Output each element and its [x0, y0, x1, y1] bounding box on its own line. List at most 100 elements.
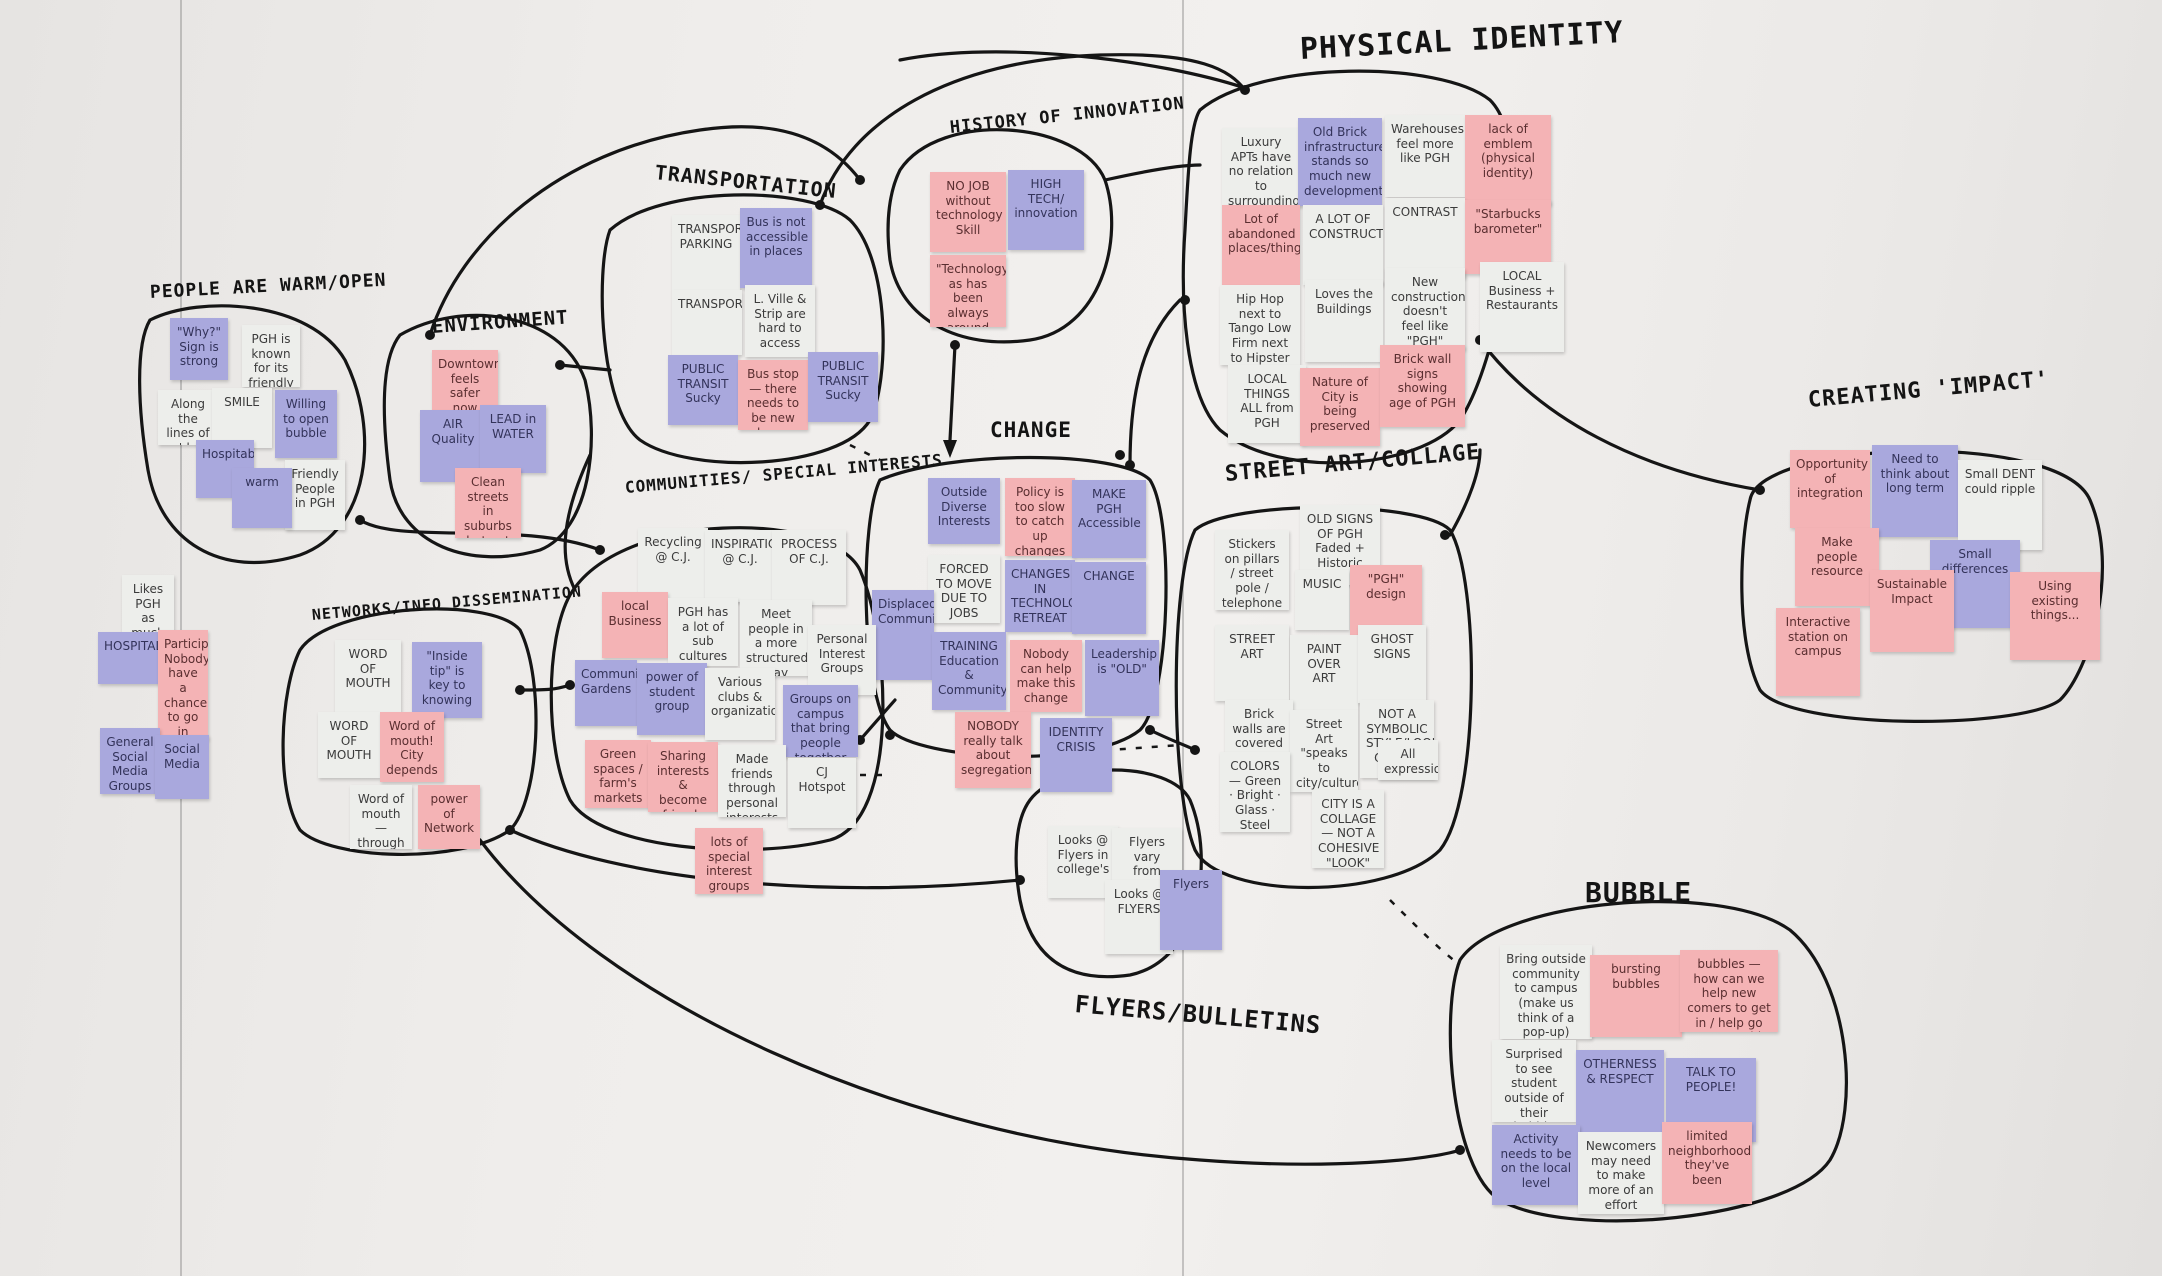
sticky-note: PAINT OVER ART	[1290, 635, 1358, 710]
sticky-note: New construction doesn't feel like "PGH"	[1385, 268, 1465, 350]
circle-community	[549, 526, 885, 852]
sticky-note: "Why?" Sign is strong	[170, 318, 228, 380]
sticky-note: Small DENT could ripple	[1958, 460, 2042, 550]
sticky-note: Looks @ Flyers in college's	[1048, 826, 1118, 898]
sticky-note: Make people resource	[1795, 528, 1879, 606]
sticky-note: Activity needs to be on the local level	[1492, 1125, 1580, 1205]
circle-street	[1174, 505, 1473, 890]
sticky-note: Bus stop — there needs to be new lanes	[738, 360, 808, 430]
sticky-note: Warehouses feel more like PGH	[1385, 115, 1465, 197]
sticky-note: TRANSPORTATION	[672, 290, 742, 355]
circle-environment	[382, 313, 593, 559]
sticky-note: warm	[232, 468, 292, 528]
sticky-note: Need to think about long term	[1872, 445, 1958, 537]
sticky-note: PUBLIC TRANSIT Sucky	[808, 352, 878, 422]
sticky-note: FORCED TO MOVE DUE TO JOBS	[928, 555, 1000, 623]
sticky-note: Hip Hop next to Tango Low Firm next to H…	[1220, 285, 1300, 365]
sticky-note: Lot of abandoned places/things	[1222, 205, 1300, 285]
sticky-note: GHOST SIGNS	[1358, 625, 1426, 703]
sticky-note: CONTRAST	[1385, 198, 1465, 278]
sticky-note: bubbles — how can we help new comers to …	[1680, 950, 1778, 1032]
sticky-note: Bus is not accessible in places	[740, 208, 812, 288]
panel-seam	[1182, 0, 1184, 1276]
sticky-note: bursting bubbles	[1590, 955, 1682, 1037]
sticky-note: SMILE	[212, 388, 272, 448]
sticky-note: Street Art "speaks to city/culture"	[1290, 710, 1358, 792]
sticky-note: CHANGE	[1072, 562, 1146, 634]
sticky-note: Bring outside community to campus (make …	[1500, 945, 1592, 1039]
sticky-note: AIR Quality	[420, 410, 486, 482]
sticky-note: Meet people in a more structured way	[740, 600, 812, 676]
sticky-note: All expression	[1378, 740, 1438, 780]
sticky-note: Various clubs & organizations	[705, 668, 775, 740]
sticky-note: Loves the Buildings	[1305, 280, 1383, 362]
sticky-note: "Technology" as has been always around	[930, 255, 1006, 327]
sticky-note: Flyers	[1160, 870, 1222, 950]
sticky-note: A LOT OF CONSTRUCTION	[1303, 205, 1383, 285]
sticky-note: L. Ville & Strip are hard to access	[745, 285, 815, 357]
sticky-note: Displaced Community	[872, 590, 934, 680]
sticky-note: LEAD in WATER	[480, 405, 546, 473]
sticky-note: Word of mouth! City depends on relations…	[380, 712, 444, 782]
sticky-note: local Business	[602, 592, 668, 658]
sticky-note: OTHERNESS & RESPECT	[1576, 1050, 1664, 1132]
sticky-note: Made friends through personal interests	[718, 745, 786, 817]
sticky-note: CITY IS A COLLAGE — NOT A COHESIVE "LOOK…	[1312, 790, 1384, 868]
sticky-note: power of student group	[637, 663, 707, 735]
sticky-note: Newcomers may need to make more of an ef…	[1578, 1132, 1664, 1214]
sticky-note: HOSPITAL	[98, 632, 160, 684]
sticky-note: Leadership is "OLD"	[1085, 640, 1159, 716]
sticky-note: Policy is too slow to catch up changes	[1005, 478, 1075, 556]
sticky-note: Green spaces / farm's markets	[585, 740, 651, 808]
sticky-note: Luxury APTs have no relation to surround…	[1222, 128, 1300, 206]
sticky-note: Personal Interest Groups	[808, 625, 876, 695]
sticky-note: INSPIRATION @ C.J.	[705, 530, 775, 602]
sticky-note: Friendly People in PGH	[285, 460, 345, 530]
circle-bubble	[1448, 900, 1848, 1223]
sticky-note: Sustainable Impact	[1870, 570, 1954, 652]
sticky-note: Along the lines of 'do something'	[158, 390, 218, 445]
sticky-note: Social Media	[155, 735, 209, 799]
sticky-note: Groups on campus that bring people toget…	[783, 685, 858, 757]
circle-history	[886, 128, 1114, 344]
sticky-note: Sharing interests & become friends	[648, 742, 718, 812]
sticky-note: COLORS — Green · Bright · Glass · Steel	[1220, 752, 1290, 832]
sticky-note: Outside Diverse Interests	[928, 478, 1000, 544]
sticky-note: TRAINING Education & Community	[932, 632, 1006, 710]
sticky-note: Nobody can help make this change	[1010, 640, 1082, 712]
circle-people	[138, 304, 367, 565]
sticky-note: limited neighborhood they've been	[1662, 1122, 1752, 1204]
sticky-note: CHANGES IN TECHNOLOGY RETREAT	[1005, 560, 1075, 632]
sticky-note: Likes PGH as much with family	[122, 575, 174, 635]
sticky-note: Surprised to see student outside of thei…	[1492, 1040, 1576, 1122]
sticky-note: PROCESS OF C.J.	[772, 530, 846, 605]
sticky-note: Old Brick infrastructure stands so much …	[1298, 118, 1382, 206]
sticky-note: Interactive station on campus	[1776, 608, 1860, 696]
sticky-note: Brick walls are covered up	[1225, 700, 1293, 758]
sticky-note: Brick wall signs showing age of PGH	[1380, 345, 1465, 427]
sticky-note: PGH is known for its friendly	[242, 325, 300, 387]
sticky-note: WORD OF MOUTH	[335, 640, 401, 712]
circle-physical	[1181, 69, 1515, 465]
sticky-note: Opportunity of integration	[1790, 450, 1870, 528]
sticky-note: Willing to open bubble	[275, 390, 337, 458]
sticky-note: MAKE PGH Accessible	[1072, 480, 1146, 558]
sticky-note: IDENTITY CRISIS	[1040, 718, 1112, 792]
sticky-note: Nature of City is being preserved	[1300, 368, 1380, 446]
sticky-note: WORD OF MOUTH	[318, 712, 380, 778]
sticky-note: TRANSPORTATION PARKING	[672, 215, 740, 290]
sticky-note: NO JOB without technology Skill	[930, 172, 1006, 252]
sticky-note: "Starbucks barometer"	[1465, 200, 1551, 274]
sticky-note: LOCAL Business + Restaurants	[1480, 262, 1564, 352]
sticky-note: "Inside tip" is key to knowing	[412, 642, 482, 718]
sticky-note: LOCAL THINGS ALL from PGH	[1228, 365, 1306, 443]
sticky-note: STREET ART	[1215, 625, 1289, 701]
sticky-note: NOBODY really talk about segregation	[955, 712, 1031, 788]
sticky-note: Using existing things...	[2010, 572, 2100, 660]
sticky-note: Community Gardens	[575, 660, 637, 726]
sticky-note: power of Network	[418, 785, 480, 849]
sticky-note: PUBLIC TRANSIT Sucky	[668, 355, 738, 425]
sticky-note: Participant? Nobody have a chance to go …	[158, 630, 208, 740]
